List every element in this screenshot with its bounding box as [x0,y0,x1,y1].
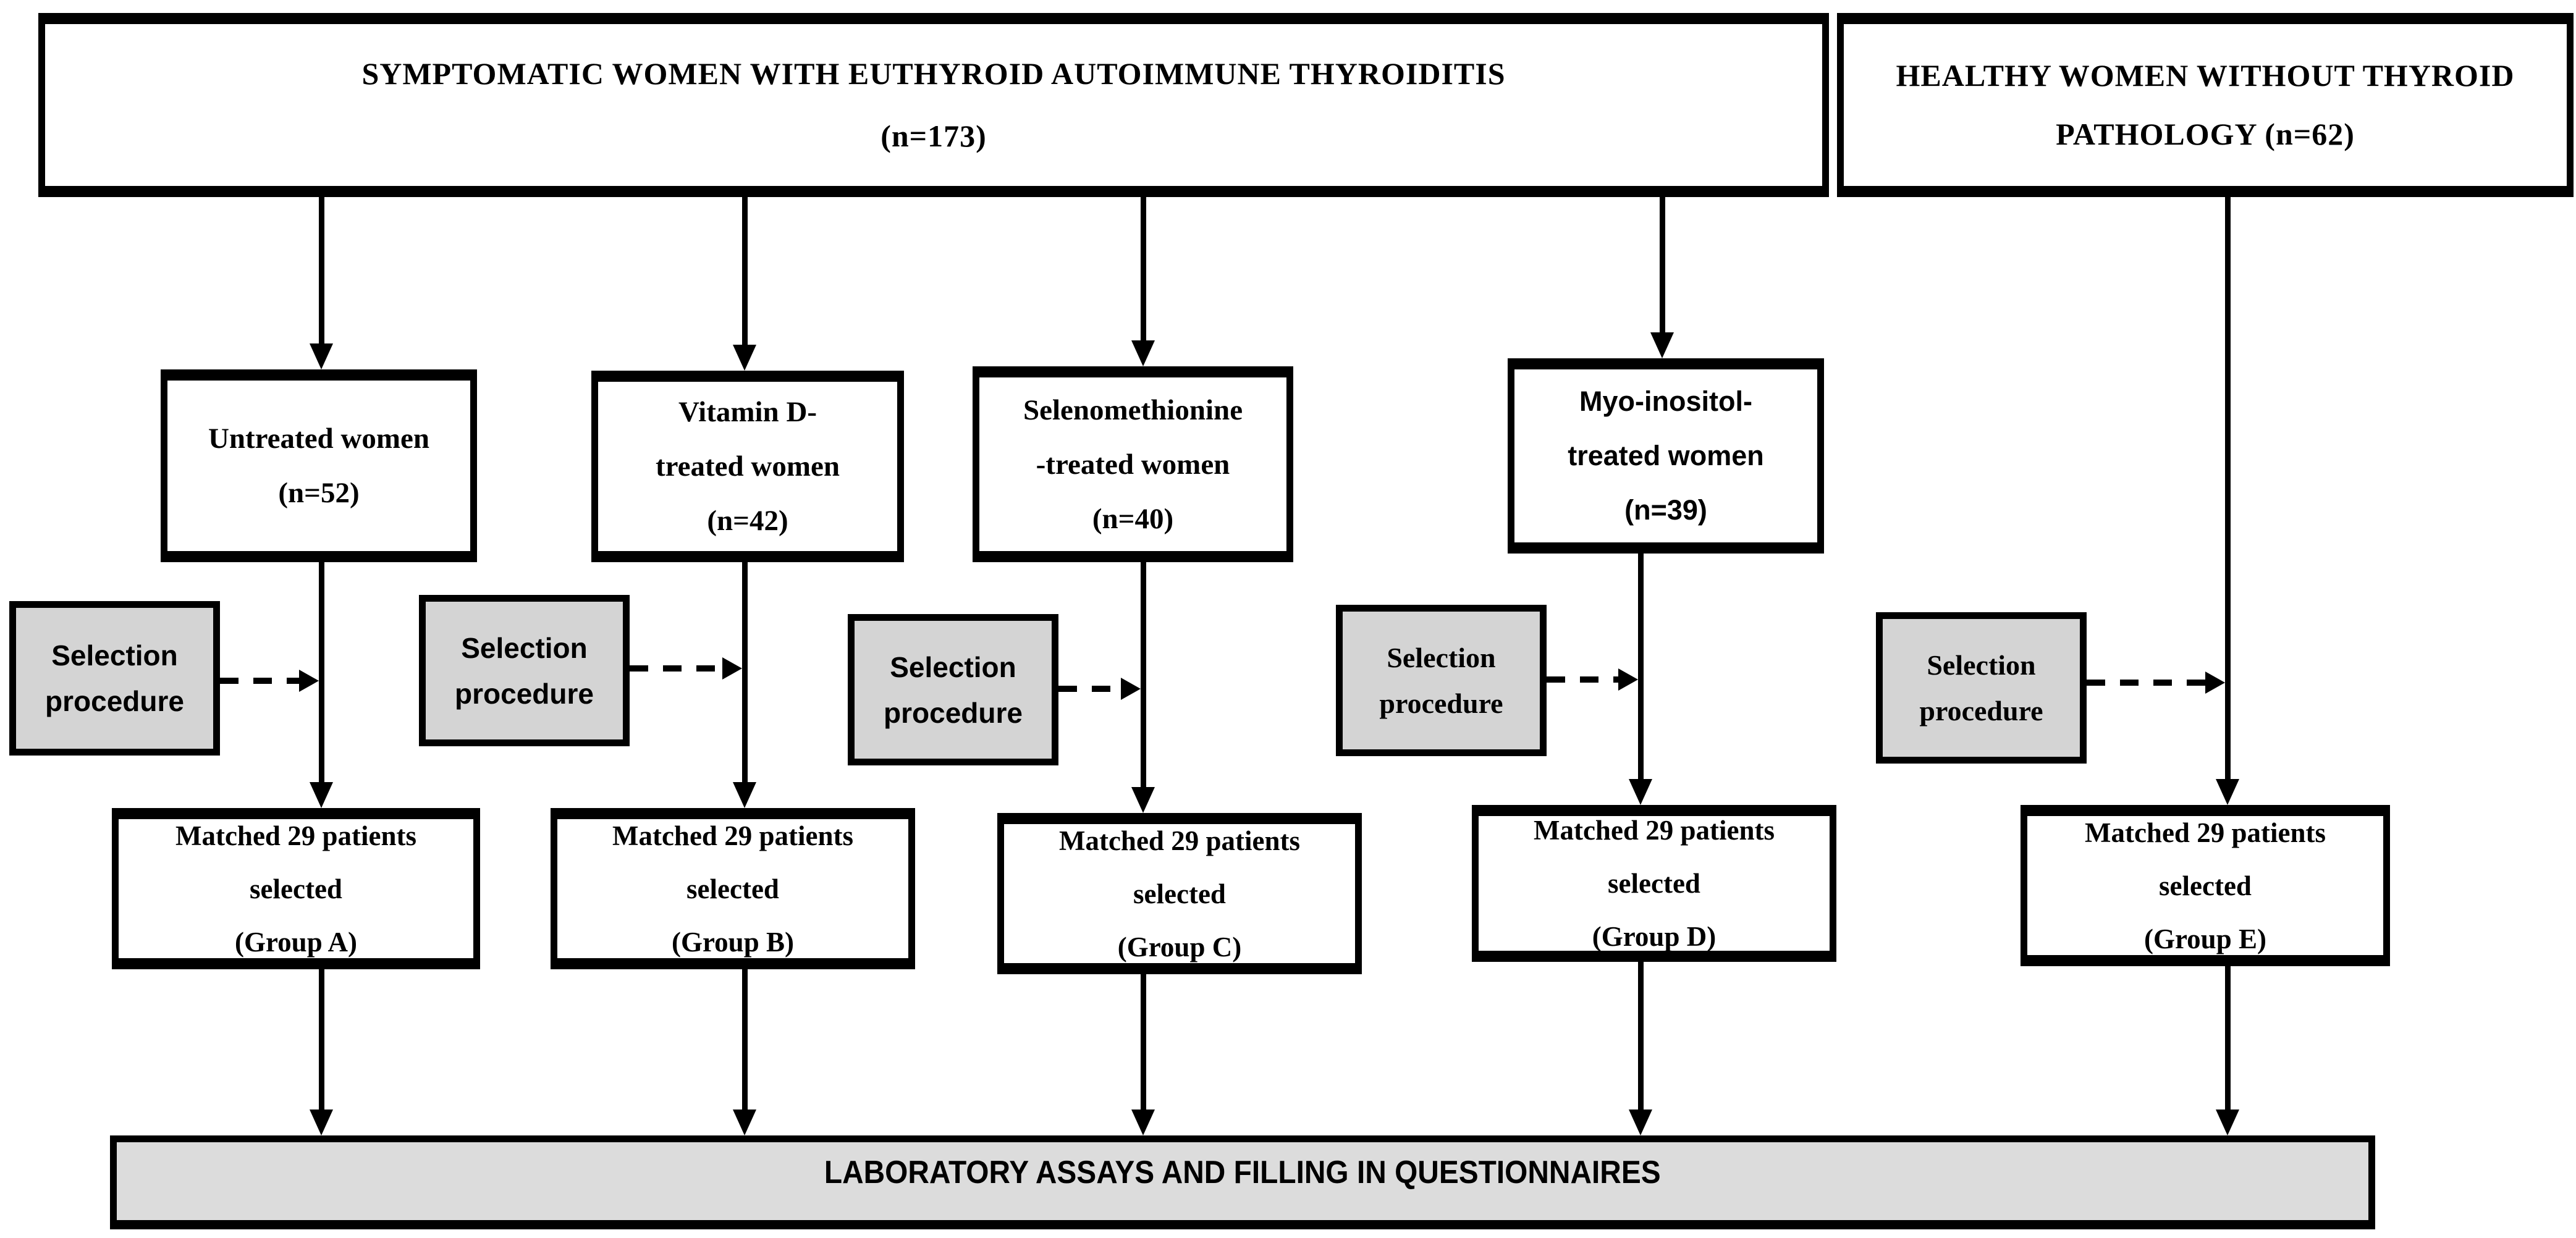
arrowhead-bottom-col2 [733,1110,756,1135]
box-selenomethionine-line3: (n=40) [1092,502,1174,535]
dashed-arrowhead-selection-1 [299,670,319,692]
arrow-line-mid-col2 [742,560,748,783]
arrow-line-top-col4 [1660,197,1665,334]
arrow-line-bottom-col5 [2225,964,2231,1111]
arrowhead-mid-col4 [1629,779,1652,805]
box-myo-inositol-line3: (n=39) [1624,494,1707,526]
arrowhead-top-col3 [1131,340,1155,366]
arrowhead-bottom-col4 [1629,1110,1652,1135]
selection-2-line2: procedure [455,677,594,710]
bar-laboratory-assays: LABORATORY ASSAYS AND FILLING IN QUESTIO… [110,1135,2375,1229]
arrow-line-top-col1 [319,197,324,345]
selection-4-line1: Selection [1387,641,1496,673]
box-symptomatic-line2: (n=173) [880,119,987,153]
box-group-c: Matched 29 patients selected (Group C) [997,813,1362,974]
group-c-line2: selected [1133,878,1226,909]
arrow-line-mid-col3 [1141,560,1146,788]
dashed-arrow-selection-4 [1547,676,1618,683]
box-vitamin-d-line2: treated women [655,450,840,482]
selection-5-line2: procedure [1919,694,2043,726]
arrowhead-mid-col3 [1131,787,1155,813]
arrow-line-mid-col1 [319,560,324,783]
arrowhead-top-col2 [733,345,756,371]
group-b-line2: selected [686,873,779,904]
box-myo-inositol-line1: Myo-inositol- [1579,385,1752,417]
arrow-line-bottom-col1 [319,967,324,1111]
box-vitamin-d-line1: Vitamin D- [678,396,817,428]
box-healthy-women: HEALTHY WOMEN WITHOUT THYROID PATHOLOGY … [1837,13,2574,197]
box-symptomatic-women: SYMPTOMATIC WOMEN WITH EUTHYROID AUTOIMM… [38,13,1829,197]
box-selection-procedure-3: Selection procedure [848,614,1058,765]
group-a-line1: Matched 29 patients [175,820,416,851]
box-healthy-line2: PATHOLOGY (n=62) [2056,117,2355,151]
selection-1-line2: procedure [45,685,184,717]
selection-2-line1: Selection [461,631,588,664]
box-selection-procedure-5: Selection procedure [1876,612,2087,764]
group-b-line3: (Group B) [672,926,794,958]
group-a-line2: selected [250,873,342,904]
arrowhead-mid-col1 [310,782,333,808]
dashed-arrow-selection-1 [220,678,299,684]
arrow-line-bottom-col2 [742,967,748,1111]
arrowhead-top-col1 [310,343,333,369]
selection-3-line2: procedure [884,696,1023,729]
box-untreated-line2: (n=52) [278,477,360,509]
arrow-line-mid-col4 [1638,551,1644,780]
box-selenomethionine-women: Selenomethionine -treated women (n=40) [973,366,1293,562]
box-selenomethionine-line1: Selenomethionine [1023,394,1243,426]
box-group-e: Matched 29 patients selected (Group E) [2021,805,2390,966]
box-symptomatic-line1: SYMPTOMATIC WOMEN WITH EUTHYROID AUTOIMM… [361,56,1506,91]
group-d-line3: (Group D) [1592,921,1717,952]
group-c-line1: Matched 29 patients [1059,825,1300,856]
arrowhead-mid-col2 [733,782,756,808]
dashed-arrow-selection-2 [630,665,722,672]
arrow-line-top-col2 [742,197,748,346]
selection-4-line2: procedure [1379,687,1503,719]
group-b-line1: Matched 29 patients [612,820,853,851]
arrowhead-bottom-col5 [2216,1110,2239,1135]
selection-3-line1: Selection [890,651,1016,683]
arrow-line-bottom-col4 [1638,959,1644,1111]
box-group-a: Matched 29 patients selected (Group A) [112,808,480,969]
arrow-line-bottom-col3 [1141,972,1146,1111]
arrowhead-top-col4 [1650,332,1674,358]
bar-laboratory-assays-label: LABORATORY ASSAYS AND FILLING IN QUESTIO… [824,1155,1661,1190]
arrow-line-healthy-to-group-e [2225,197,2231,780]
box-vitamin-d-line3: (n=42) [707,505,788,537]
dashed-arrowhead-selection-2 [722,657,742,680]
group-c-line3: (Group C) [1117,931,1242,962]
box-group-b: Matched 29 patients selected (Group B) [551,808,915,969]
dashed-arrowhead-selection-3 [1121,678,1141,700]
group-a-line3: (Group A) [235,926,357,958]
box-untreated-line1: Untreated women [208,423,430,455]
box-selection-procedure-2: Selection procedure [419,595,630,746]
dashed-arrow-selection-5 [2087,680,2205,686]
arrow-line-top-col3 [1141,197,1146,342]
arrowhead-bottom-col1 [310,1110,333,1135]
box-myo-inositol-line2: treated women [1568,440,1764,471]
arrowhead-group-e [2216,779,2239,805]
selection-5-line1: Selection [1927,649,2036,681]
selection-1-line1: Selection [51,639,178,672]
box-myo-inositol-women: Myo-inositol- treated women (n=39) [1508,358,1824,554]
box-selection-procedure-4: Selection procedure [1336,605,1547,756]
box-selection-procedure-1: Selection procedure [9,601,220,756]
box-untreated-women: Untreated women (n=52) [161,369,477,562]
box-group-d: Matched 29 patients selected (Group D) [1472,805,1836,962]
box-vitamin-d-women: Vitamin D- treated women (n=42) [591,371,904,562]
group-e-line2: selected [2159,870,2252,901]
group-e-line1: Matched 29 patients [2085,817,2326,848]
box-selenomethionine-line2: -treated women [1036,448,1230,481]
group-d-line2: selected [1608,868,1700,899]
group-d-line1: Matched 29 patients [1534,815,1775,846]
dashed-arrow-selection-3 [1058,686,1121,692]
box-healthy-line1: HEALTHY WOMEN WITHOUT THYROID [1896,58,2515,93]
dashed-arrowhead-selection-4 [1618,668,1638,691]
group-e-line3: (Group E) [2144,923,2266,954]
arrowhead-bottom-col3 [1131,1110,1155,1135]
dashed-arrowhead-selection-5 [2205,672,2225,694]
